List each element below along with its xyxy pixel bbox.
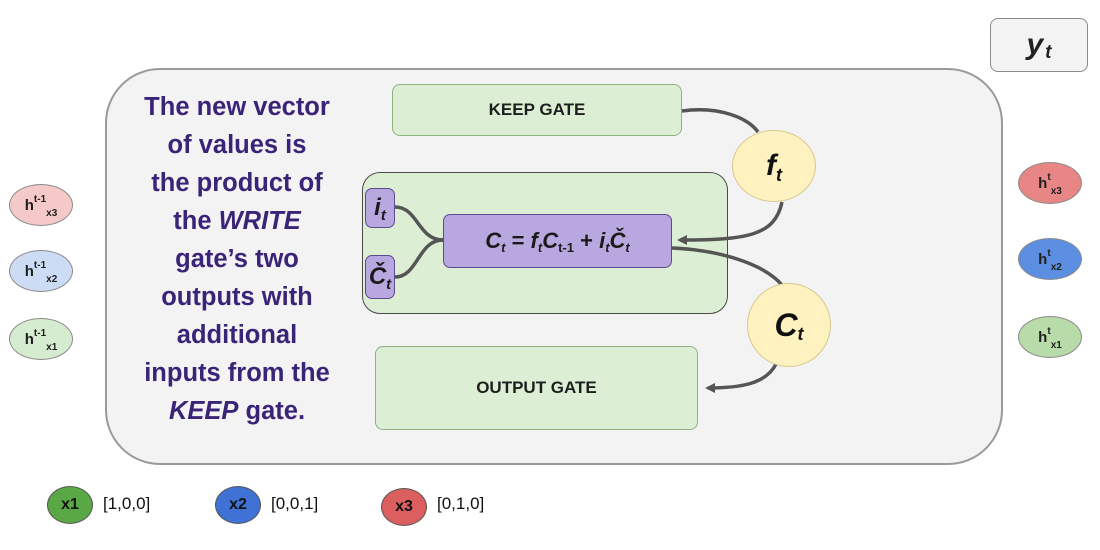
- h-sup: t: [1047, 247, 1051, 259]
- h-letter: h: [1038, 328, 1048, 346]
- ct-base: Č: [368, 263, 387, 290]
- h-sup: t: [1047, 171, 1051, 183]
- h-letter: h: [24, 196, 34, 214]
- curr-hidden-x2: ht x2: [1018, 238, 1082, 280]
- formula-i: i: [599, 228, 606, 253]
- ft-sub: t: [776, 164, 782, 185]
- ct-sub: t: [386, 275, 392, 293]
- desc-line-9-post: gate.: [238, 397, 306, 425]
- formula-cc-sub: t: [625, 239, 630, 255]
- desc-line-4-em: WRITE: [218, 207, 301, 235]
- legend-x1-value: [1,0,0]: [103, 494, 151, 513]
- formula-f-sub: t: [537, 239, 543, 255]
- yt-sub: t: [1045, 42, 1052, 63]
- formula-c2: C: [542, 228, 559, 253]
- ct-to-output-arrow: [705, 363, 778, 393]
- formula-eq: =: [505, 228, 531, 253]
- it-sub: t: [380, 206, 386, 224]
- h-sup: t: [1047, 325, 1051, 337]
- keep-to-ft-line: [681, 108, 760, 134]
- output-gate: OUTPUT GATE: [375, 346, 698, 430]
- prev-hidden-x3: ht-1 x3: [9, 184, 73, 226]
- formula-c2-sub: t-1: [558, 239, 574, 255]
- ft-base: f: [766, 149, 776, 182]
- it-base: i: [374, 194, 381, 221]
- desc-line-7: additional: [176, 321, 298, 349]
- h-letter: h: [24, 330, 34, 348]
- desc-line-1: The new vector: [144, 93, 330, 121]
- ft-to-formula-arrow: [677, 201, 784, 245]
- formula-cc: Č: [609, 228, 626, 253]
- desc-line-5: gate’s two: [175, 245, 299, 273]
- h-sup: t-1: [33, 259, 47, 271]
- formula-to-ct-line: [671, 246, 784, 287]
- desc-line-4-pre: the: [173, 207, 219, 235]
- desc-line-3: the product of: [151, 169, 323, 197]
- desc-line-9-em: KEEP: [168, 397, 239, 425]
- keep-gate: KEEP GATE: [392, 84, 682, 136]
- curr-hidden-x3: ht x3: [1018, 162, 1082, 204]
- h-sub: x1: [1050, 339, 1062, 351]
- prev-hidden-x2: ht-1 x2: [9, 250, 73, 292]
- h-letter: h: [24, 262, 34, 280]
- ct2-to-formula-line: [394, 238, 444, 279]
- ctc-base: C: [774, 306, 798, 343]
- legend-x2-dot: x2: [215, 486, 261, 524]
- desc-line-2: of values is: [167, 131, 307, 159]
- yt-base: y: [1026, 28, 1044, 61]
- legend-x1-dot: x1: [47, 486, 93, 524]
- formula-i-sub: t: [605, 239, 610, 255]
- description-text: The new vector of values is the product …: [112, 88, 362, 430]
- h-sup: t-1: [33, 193, 47, 205]
- h-sub: x2: [46, 273, 58, 285]
- desc-line-4: the WRITE: [112, 202, 362, 240]
- formula-c-sub: t: [501, 239, 506, 255]
- h-sub: x3: [1050, 185, 1062, 197]
- curr-hidden-x1: ht x1: [1018, 316, 1082, 358]
- h-sub: x1: [46, 341, 58, 353]
- legend-x2-value: [0,0,1]: [271, 494, 319, 513]
- desc-line-6: outputs with: [161, 283, 313, 311]
- desc-line-9: KEEP gate.: [112, 392, 362, 430]
- legend-x3-value: [0,1,0]: [437, 494, 485, 513]
- ctc-sub: t: [797, 323, 804, 344]
- h-letter: h: [1038, 250, 1048, 268]
- formula-c: C: [485, 228, 502, 253]
- formula-f: f: [530, 228, 538, 253]
- legend-x3-dot: x3: [381, 488, 427, 526]
- h-sub: x3: [46, 207, 58, 219]
- it-to-formula-line: [394, 205, 444, 242]
- prev-hidden-x1: ht-1 x1: [9, 318, 73, 360]
- h-sub: x2: [1050, 261, 1062, 273]
- desc-line-8: inputs from the: [144, 359, 330, 387]
- h-sup: t-1: [33, 327, 47, 339]
- formula-plus: +: [573, 228, 600, 253]
- h-letter: h: [1038, 174, 1048, 192]
